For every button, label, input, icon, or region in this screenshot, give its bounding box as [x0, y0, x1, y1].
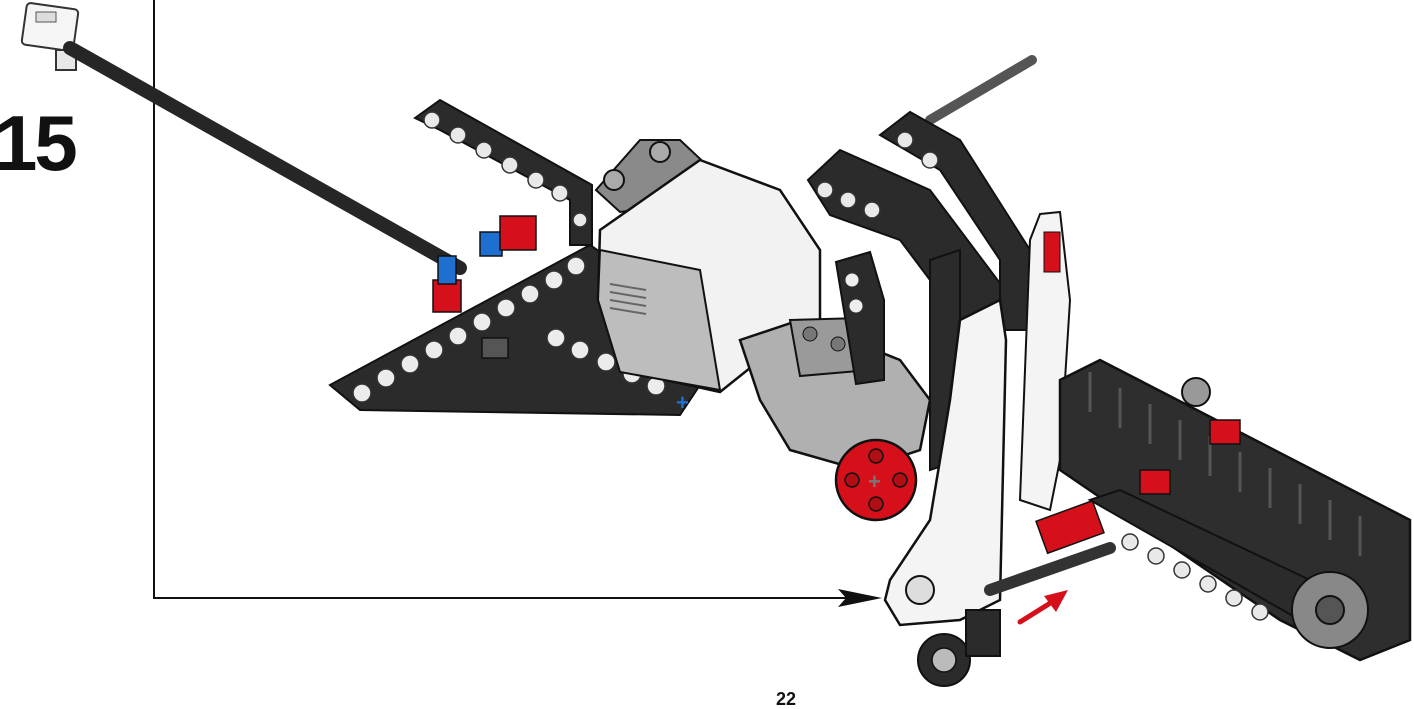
small-wheel: [917, 609, 1001, 687]
step-number: 15: [0, 99, 78, 187]
callout-arrow-icon: [838, 589, 882, 607]
svg-text:+: +: [676, 390, 689, 415]
cable-connector-icon: [20, 2, 80, 71]
tread-assembly: [1058, 358, 1412, 662]
red-hub: +: [834, 438, 918, 522]
left-pins: [432, 215, 537, 359]
upper-left-beam: [413, 98, 593, 246]
large-motor: [594, 139, 932, 472]
motor-cable: [925, 55, 1037, 125]
bottom-axle: [984, 499, 1116, 596]
cable: [63, 41, 467, 275]
callout-frame-line: [153, 0, 850, 599]
white-panels: [883, 210, 1072, 627]
motion-arrow-icon: [1017, 590, 1068, 625]
svg-text:+: +: [868, 469, 881, 494]
page-number: 22: [776, 689, 797, 709]
